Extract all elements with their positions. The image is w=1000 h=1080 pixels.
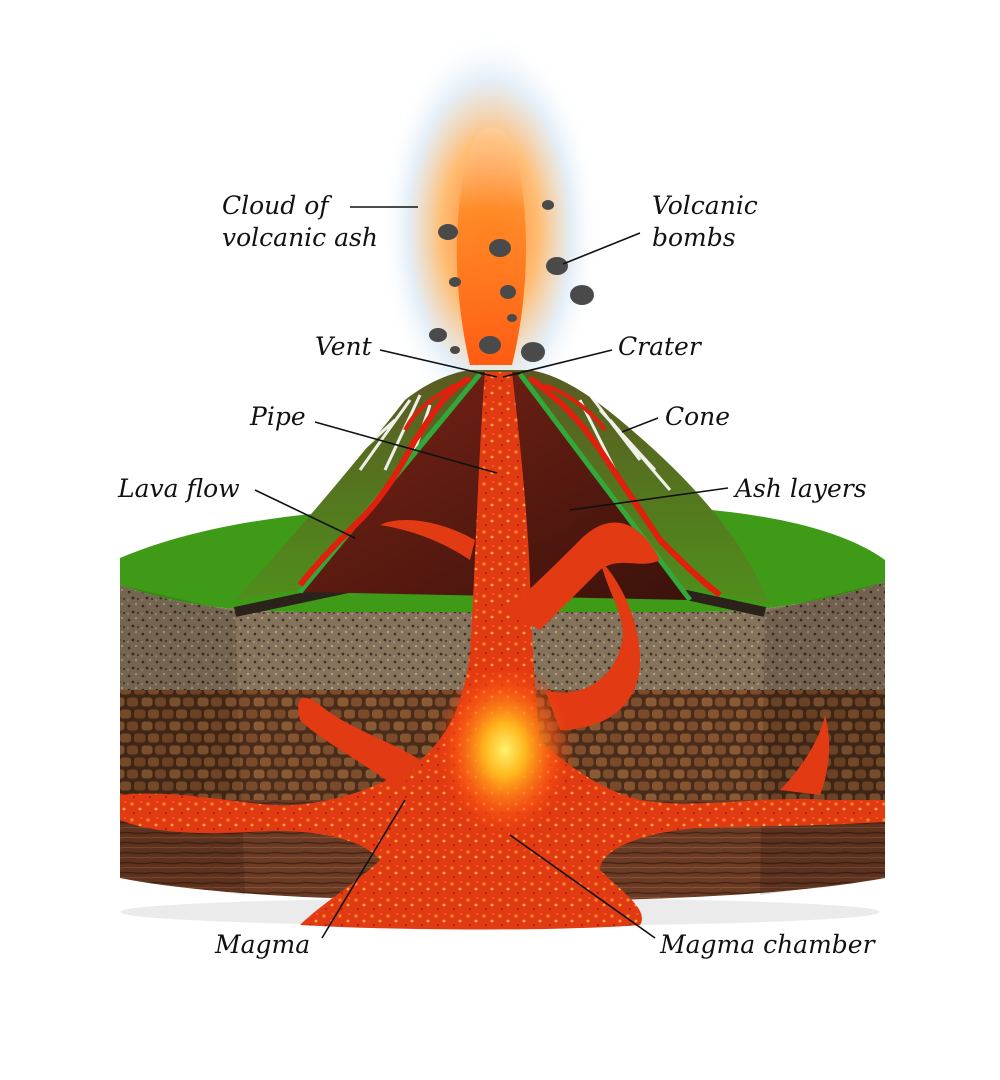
label-lava-flow: Lava flow — [117, 474, 240, 503]
leader-magma-chamber — [509, 834, 656, 939]
leader-crater — [502, 349, 613, 378]
label-magma-chamber: Magma chamber — [659, 930, 877, 959]
label-vent: Vent — [315, 332, 373, 361]
leader-lava-flow — [254, 489, 356, 539]
label-magma: Magma — [214, 930, 310, 959]
leader-volcanic-bombs — [562, 232, 641, 265]
label-ash-cloud-line2: volcanic ash — [222, 223, 378, 252]
label-volcanic-bombs-line1: Volcanic — [652, 191, 758, 220]
label-cone: Cone — [665, 402, 730, 431]
label-crater: Crater — [618, 332, 703, 361]
label-ash-layers: Ash layers — [733, 474, 867, 503]
labels: Cloud of volcanic ash Volcanic bombs Ven… — [117, 191, 877, 959]
leader-magma — [321, 799, 406, 939]
label-volcanic-bombs-line2: bombs — [652, 223, 736, 252]
leader-ash-layers — [569, 487, 729, 511]
volcanic-bombs — [429, 200, 594, 362]
label-pipe: Pipe — [249, 402, 306, 431]
leader-cone — [621, 417, 659, 433]
magma-system — [120, 372, 885, 930]
leader-vent — [379, 349, 498, 378]
leader-pipe — [314, 421, 498, 474]
leader-lines — [254, 206, 729, 939]
label-ash-cloud-line1: Cloud of — [222, 191, 332, 220]
